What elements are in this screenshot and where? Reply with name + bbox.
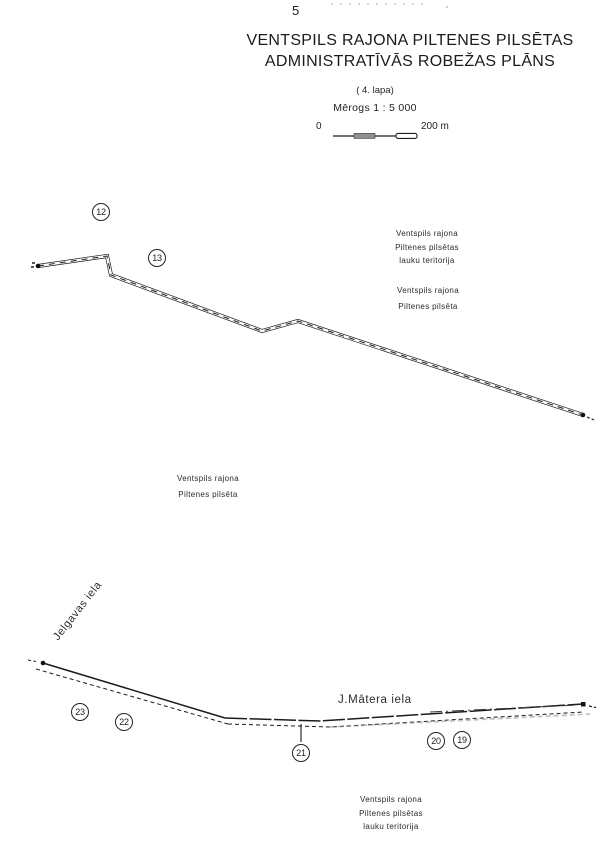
map-title: VENTSPILS RAJONA PILTENES PILSĒTAS ADMIN… xyxy=(230,30,590,72)
boundary-marker-23: 23 xyxy=(71,703,89,721)
boundary-marker-20: 20 xyxy=(427,732,445,750)
region-label-line: Ventspils rajona xyxy=(396,286,460,295)
scale-bar-start-label: 0 xyxy=(316,121,322,132)
region-label-line: Piltenes pilsētas xyxy=(359,808,423,818)
street-label-matera-iela: J.Mātera iela xyxy=(338,694,412,706)
scale-bar xyxy=(333,132,418,139)
region-label-line: Ventspils rajona xyxy=(176,474,240,483)
region-label-line: lauku teritorija xyxy=(363,822,419,831)
map-title-line2: ADMINISTRATĪVĀS ROBEŽAS PLĀNS xyxy=(264,53,556,70)
lower-boundary-start-point xyxy=(40,660,46,666)
region-label-line: Ventspils rajona xyxy=(359,795,423,804)
region-label-mid-town: Ventspils rajona Piltenes pilsēta xyxy=(143,471,273,502)
sheet-note: ( 4. lapa) xyxy=(356,85,394,96)
boundary-marker-19: 19 xyxy=(453,731,471,749)
scan-smudge xyxy=(329,713,591,728)
scan-speck xyxy=(446,6,448,8)
map-title-line1: VENTSPILS RAJONA PILTENES PILSĒTAS xyxy=(246,32,574,49)
region-label-line: Piltenes pilsēta xyxy=(398,301,458,311)
region-label-line: Piltenes pilsētas xyxy=(395,242,459,252)
scale-note: Mērogs 1 : 5 000 xyxy=(333,102,417,114)
upper-boundary-start-point xyxy=(35,263,41,269)
region-label-line: Piltenes pilsēta xyxy=(178,489,238,499)
region-label-top-town: Ventspils rajona Piltenes pilsēta xyxy=(363,283,493,314)
region-label-line: lauku teritorija xyxy=(399,256,455,265)
boundary-marker-22: 22 xyxy=(115,713,133,731)
scale-bar-end-label: 200 m xyxy=(421,121,449,132)
boundary-marker-21: 21 xyxy=(292,744,310,762)
boundary-marker-12: 12 xyxy=(92,203,110,221)
region-label-line: Ventspils rajona xyxy=(395,229,459,238)
lower-boundary-line xyxy=(27,659,597,742)
upper-boundary-line xyxy=(31,253,595,421)
region-label-top-rural: Ventspils rajona Piltenes pilsētas lauku… xyxy=(362,227,492,268)
boundary-marker-13: 13 xyxy=(148,249,166,267)
lower-boundary-end-point xyxy=(581,702,586,707)
region-label-bottom-rural: Ventspils rajona Piltenes pilsētas lauku… xyxy=(326,793,456,834)
page-number: 5 xyxy=(292,3,300,18)
upper-boundary-end-point xyxy=(580,412,586,418)
